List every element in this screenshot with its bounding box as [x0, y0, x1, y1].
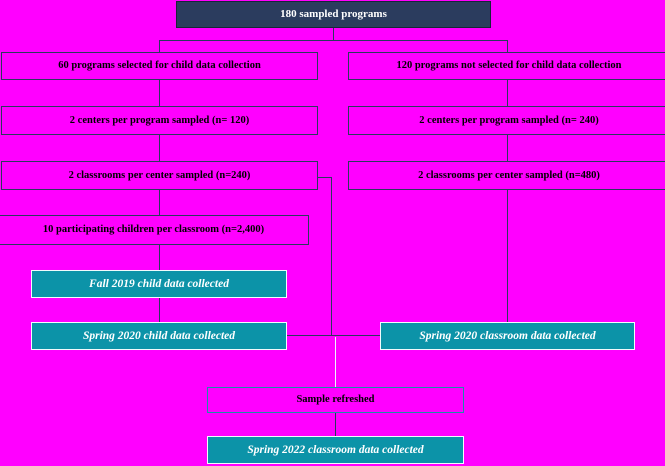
node-not-selected-programs: 120 programs not selected for child data… [348, 52, 665, 80]
node-selected-programs: 60 programs selected for child data coll… [1, 52, 318, 80]
node-spring-2022-classroom-data-label: Spring 2022 classroom data collected [247, 443, 424, 456]
node-fall-2019-child-data-label: Fall 2019 child data collected [89, 277, 229, 290]
node-spring-2020-child-data: Spring 2020 child data collected [31, 322, 287, 350]
connector-root-down [333, 28, 334, 40]
node-spring-2020-classroom-data: Spring 2020 classroom data collected [380, 322, 635, 350]
node-children-label: 10 participating children per classroom … [42, 224, 265, 236]
node-spring-2020-classroom-data-label: Spring 2020 classroom data collected [419, 329, 596, 342]
connector-root-split [159, 40, 508, 41]
node-selected-programs-label: 60 programs selected for child data coll… [58, 60, 261, 72]
connector-root-to-not-selected [507, 40, 508, 52]
connector-classrooms-left-branch-down [331, 177, 332, 335]
connector-selected-to-centers [159, 80, 160, 106]
connector-fall2019-to-spring2020child [159, 298, 160, 322]
node-not-selected-programs-label: 120 programs not selected for child data… [396, 60, 622, 72]
connector-classrooms-left-branch-out [318, 177, 332, 178]
connector-children-to-fall2019 [159, 245, 160, 270]
connector-classrooms-to-children [159, 190, 160, 215]
node-classrooms-left: 2 classrooms per center sampled (n=240) [1, 161, 318, 190]
node-root: 180 sampled programs [176, 1, 491, 28]
node-sample-refreshed: Sample refreshed [207, 387, 464, 413]
node-classrooms-left-label: 2 classrooms per center sampled (n=240) [68, 169, 251, 181]
node-spring-2020-child-data-label: Spring 2020 child data collected [82, 329, 236, 342]
connector-classrooms-left-branch-in [331, 335, 380, 336]
node-children: 10 participating children per classroom … [0, 215, 309, 245]
node-root-label: 180 sampled programs [280, 7, 387, 20]
node-centers-left-label: 2 centers per program sampled (n= 120) [69, 114, 250, 126]
node-sample-refreshed-label: Sample refreshed [296, 394, 375, 406]
connector-centers-left-to-classrooms [159, 135, 160, 161]
node-centers-right: 2 centers per program sampled (n= 240) [348, 106, 665, 135]
connector-classrooms-right-to-spring2020classroom [507, 190, 508, 322]
node-centers-right-label: 2 centers per program sampled (n= 240) [419, 114, 599, 126]
node-centers-left: 2 centers per program sampled (n= 120) [1, 106, 318, 135]
node-classrooms-right: 2 classrooms per center sampled (n=480) [348, 161, 665, 190]
connector-junction-to-sample-refreshed [335, 337, 336, 387]
connector-centers-right-to-classrooms [507, 135, 508, 161]
connector-spring2020child-to-junction [287, 335, 332, 336]
node-classrooms-right-label: 2 classrooms per center sampled (n=480) [418, 169, 600, 181]
connector-sample-refreshed-to-spring2022 [335, 413, 336, 436]
connector-root-to-selected [159, 40, 160, 52]
node-fall-2019-child-data: Fall 2019 child data collected [31, 270, 287, 298]
connector-not-selected-to-centers [507, 80, 508, 106]
node-spring-2022-classroom-data: Spring 2022 classroom data collected [207, 436, 464, 464]
